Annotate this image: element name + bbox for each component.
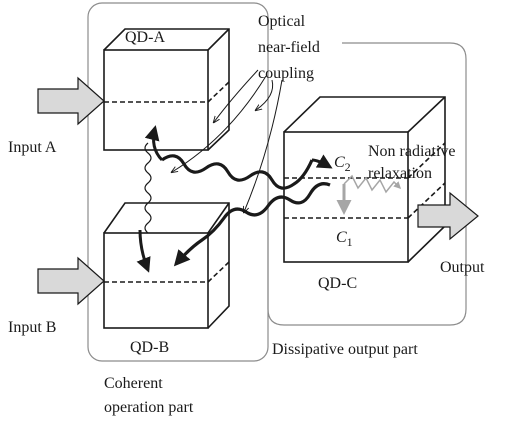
input-b-label: Input B bbox=[8, 319, 56, 336]
qd-a-transition-arrow bbox=[144, 125, 164, 162]
coupling-pointer-1 bbox=[214, 69, 259, 122]
coupling-a-c-arrowhead bbox=[311, 154, 333, 169]
output-label: Output bbox=[440, 259, 485, 276]
coupling-c-b-wave bbox=[173, 182, 331, 267]
relaxation-wave bbox=[343, 174, 402, 194]
c1-letter: C bbox=[336, 229, 347, 246]
qd-c-label: QD-C bbox=[318, 275, 357, 292]
qd-a-cube bbox=[103, 28, 230, 151]
input-a-label: Input A bbox=[8, 139, 57, 156]
coupling-a-c-wave bbox=[161, 154, 314, 190]
dissipative-label: Dissipative output part bbox=[272, 341, 418, 358]
c2-subscript: 2 bbox=[345, 160, 351, 174]
dissipative-output-frame bbox=[267, 42, 467, 326]
c1-level-label: C1 bbox=[336, 229, 353, 249]
coupling-label-line1: Optical bbox=[258, 13, 306, 30]
relaxation-label-line1: Non radiative bbox=[368, 143, 456, 160]
coupling-label-line3: coupling bbox=[258, 65, 314, 82]
coupling-a-b-wave bbox=[144, 142, 152, 234]
coupling-pointer-2 bbox=[172, 75, 267, 172]
coupling-label-line2: near-field bbox=[258, 39, 320, 56]
qd-b-transition-arrow bbox=[136, 229, 151, 273]
input-b-arrow bbox=[37, 256, 105, 306]
qd-b-cube bbox=[103, 202, 230, 329]
coupling-pointer-4 bbox=[244, 79, 283, 212]
coherent-label-line1: Coherent bbox=[104, 375, 163, 392]
qd-a-label: QD-A bbox=[125, 29, 165, 46]
qd-b-label: QD-B bbox=[130, 339, 169, 356]
relaxation-label-line2: relaxation bbox=[368, 165, 432, 182]
coherent-label-line2: operation part bbox=[104, 399, 194, 416]
coupling-pointer-3 bbox=[256, 79, 274, 110]
input-a-arrow bbox=[37, 76, 105, 126]
qd-c-cube bbox=[283, 96, 446, 263]
c2-letter: C bbox=[334, 154, 345, 171]
c1-subscript: 1 bbox=[347, 235, 353, 249]
output-arrow bbox=[417, 191, 479, 241]
c2-level-label: C2 bbox=[334, 154, 351, 174]
